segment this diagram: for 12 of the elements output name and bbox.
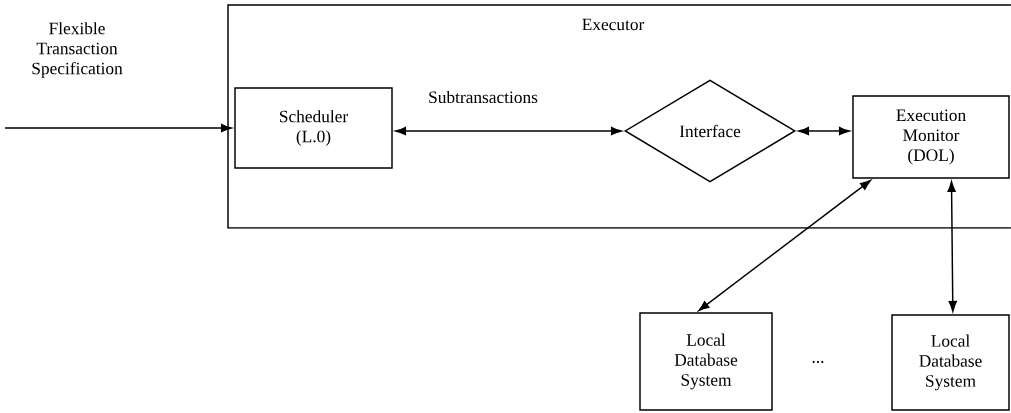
process-box: Local Database System [891,314,1010,411]
ellipsis-label: ... [812,360,824,363]
arrow [947,181,957,312]
process-box: Execution Monitor (DOL) [852,95,1010,179]
edge-label: Flexible Transaction Specification [32,22,123,78]
process-box: Local Database System [639,312,773,411]
edge-label: Subtransactions [429,90,538,104]
arrow [4,123,232,133]
arrow [395,126,622,136]
arrow [798,126,850,136]
process-box: Scheduler (L.0) [234,87,393,169]
arrow [698,179,871,312]
